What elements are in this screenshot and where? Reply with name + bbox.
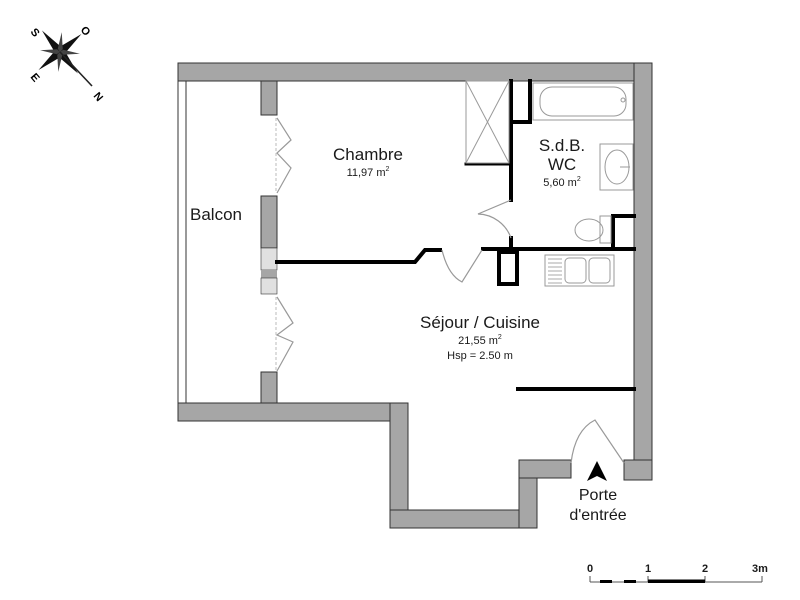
room-area: 5,60 m2 [543,176,581,189]
compass-east-letter: E [28,71,42,84]
entry-door [570,419,625,464]
bathtub-icon [532,82,634,121]
chambre-window [276,117,292,194]
partition-walls [275,79,636,391]
scale-tick-3m: 3m [752,563,768,575]
room-area: 21,55 m2 [458,334,502,347]
room-label-balcon: Balcon [190,206,242,223]
doors [275,117,625,464]
room-label-sdb: S.d.B. WC 5,60 m2 [518,137,606,189]
toilet-icon [574,215,612,244]
washbasin-icon [599,143,634,191]
compass-west-letter: O [78,24,93,39]
compass-south-letter: S [28,26,42,39]
entry-arrow-icon [587,461,607,481]
scale-tick-0: 0 [587,563,594,575]
entrance-label: Porte d'entrée [558,486,638,526]
compass-north-letter: N [91,90,105,104]
compass-rose-icon [38,30,93,87]
bathroom-door [477,199,512,239]
balcony-railing [177,81,187,403]
structural-walls [177,62,653,529]
shower-icon [465,80,510,164]
sejour-window [275,296,294,372]
scale-tick-2: 2 [702,563,709,575]
scale-bar [589,576,763,583]
room-label-chambre: Chambre 11,97 m2 [318,146,418,179]
entrance-label-line1: Porte [578,487,618,504]
bedroom-door [441,249,483,283]
entrance-label-line2: d'entrée [569,507,627,524]
ceiling-height: Hsp = 2.50 m [447,350,513,362]
room-name: Séjour / Cuisine [419,313,540,332]
room-label-sejour: Séjour / Cuisine 21,55 m2 Hsp = 2.50 m [400,314,560,362]
scale-tick-1: 1 [645,563,652,575]
room-name-line2: WC [547,155,577,174]
room-name-line1: S.d.B. [538,136,586,155]
room-name: Balcon [190,205,242,224]
room-area: 11,97 m2 [346,166,390,179]
kitchen-sink-icon [544,254,615,287]
room-name: Chambre [333,145,403,164]
